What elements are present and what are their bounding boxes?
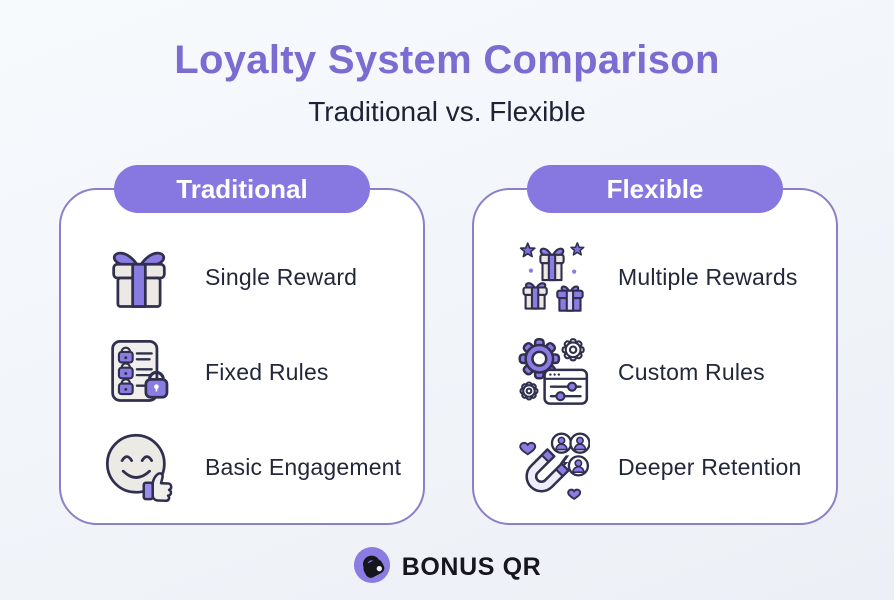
gift-icon bbox=[101, 240, 177, 316]
card-header-flexible: Flexible bbox=[527, 165, 783, 213]
card-traditional: Traditional bbox=[59, 165, 425, 525]
magnet-attraction-icon bbox=[514, 430, 590, 506]
item-label: Deeper Retention bbox=[618, 454, 802, 480]
page-title: Loyalty System Comparison bbox=[174, 38, 720, 82]
card-traditional-rows: Single Reward bbox=[61, 230, 423, 515]
list-item: Custom Rules bbox=[474, 325, 836, 420]
list-item: Fixed Rules bbox=[61, 325, 423, 420]
card-flexible: Flexible bbox=[472, 165, 838, 525]
item-label: Fixed Rules bbox=[205, 359, 329, 385]
locked-rules-list-icon bbox=[101, 335, 177, 411]
item-label: Multiple Rewards bbox=[618, 264, 798, 290]
brand-name: BONUS QR bbox=[401, 553, 542, 581]
list-item: Basic Engagement bbox=[61, 420, 423, 515]
page-subtitle: Traditional vs. Flexible bbox=[308, 96, 586, 127]
smiley-thumbs-up-icon bbox=[101, 430, 177, 506]
list-item: Deeper Retention bbox=[474, 420, 836, 515]
multiple-gifts-icon bbox=[514, 240, 590, 316]
list-item: Multiple Rewards bbox=[474, 230, 836, 325]
item-label: Single Reward bbox=[205, 264, 358, 290]
comparison-cards: Traditional bbox=[59, 165, 838, 525]
item-label: Custom Rules bbox=[618, 359, 765, 385]
bonus-qr-lock-icon bbox=[353, 546, 391, 589]
card-header-traditional: Traditional bbox=[114, 165, 370, 213]
gears-sliders-icon bbox=[514, 335, 590, 411]
footer-brand: BONUS QR bbox=[0, 546, 894, 589]
list-item: Single Reward bbox=[61, 230, 423, 325]
item-label: Basic Engagement bbox=[205, 454, 402, 480]
card-flexible-rows: Multiple Rewards bbox=[474, 230, 836, 515]
